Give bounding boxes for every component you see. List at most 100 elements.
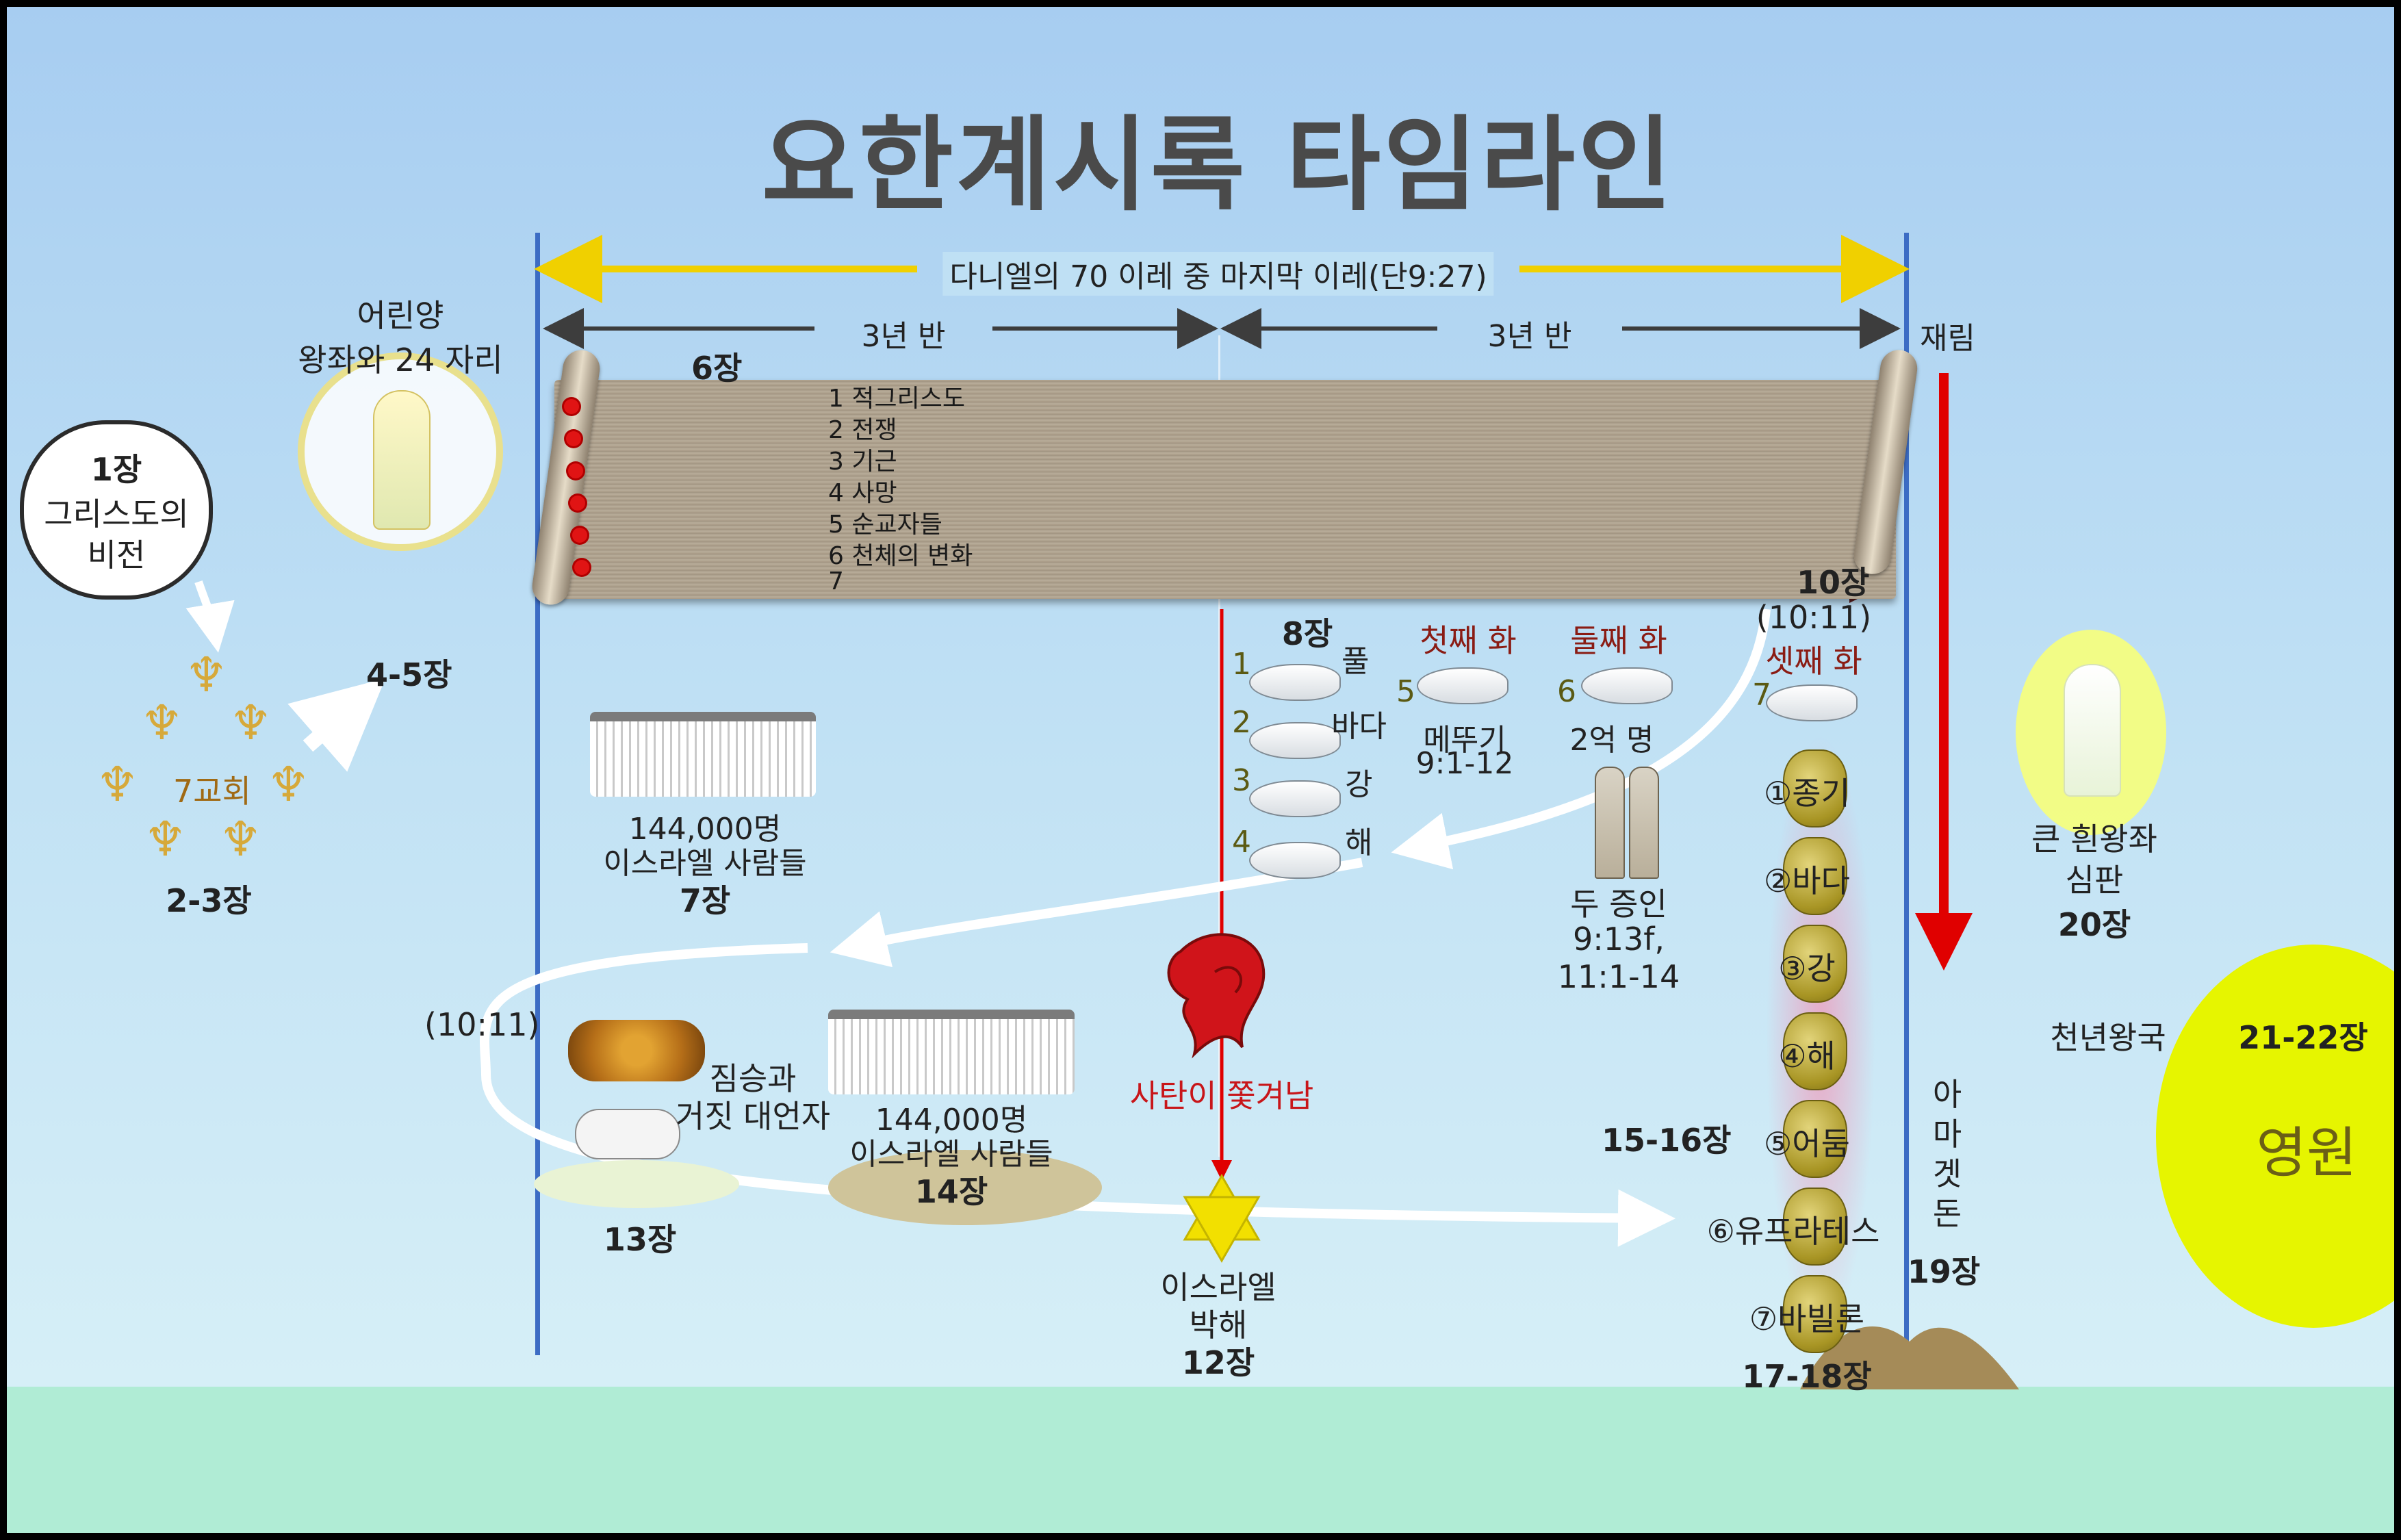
two-witnesses-ref2: 11:1-14: [1557, 958, 1680, 995]
trumpet-angel-icon: [1249, 664, 1341, 701]
beast-ground: [534, 1160, 739, 1208]
chapter1-line1: 그리스도의: [44, 496, 189, 532]
seven-seals-scroll: [554, 380, 1896, 599]
bowl-3-icon: [1783, 925, 1847, 1003]
great-white-throne-figure: [2064, 664, 2121, 797]
menorah-icon: ♆: [219, 811, 262, 867]
eternity-sun: [2156, 945, 2394, 1328]
trumpet-5-number: 5: [1396, 674, 1415, 709]
persecution-label: 박해: [1189, 1307, 1248, 1344]
lamb-like-beast-figure: [575, 1109, 680, 1159]
star-of-david: [1183, 1174, 1261, 1263]
chapters-17-18: 17-18장: [1742, 1358, 1872, 1395]
two-witnesses-ref1: 9:13f,: [1572, 921, 1665, 958]
second-woe-label: 둘째 화: [1570, 622, 1667, 659]
menorah-icon: ♆: [140, 695, 183, 751]
menorah-icon: ♆: [267, 756, 310, 812]
bowl-7-label: ⑦바빌론: [1749, 1300, 1865, 1337]
third-woe-label: 셋째 화: [1765, 643, 1862, 680]
chapter1-line2: 비전: [87, 537, 146, 574]
chapter1-cloud: [24, 424, 209, 595]
lamb-label: 어린양: [357, 297, 444, 334]
lamb-on-throne-figure: [373, 390, 431, 530]
second-half-label: 3년 반: [1487, 319, 1572, 354]
midpoint-line: [1218, 335, 1220, 1157]
judgment-label: 심판: [2065, 862, 2124, 899]
zion-hill: [828, 1150, 1102, 1225]
first-half-label: 3년 반: [861, 319, 946, 354]
bowl-4-icon: [1783, 1012, 1847, 1090]
chapter-7: 7장: [679, 882, 731, 919]
seal-row-4-label: 4 사망: [828, 479, 897, 507]
timeline-end-bar: [1904, 233, 1909, 1355]
menorah-icon: ♆: [96, 756, 139, 812]
chapters-21-22: 21-22장: [2238, 1019, 2368, 1056]
seal-4: [570, 496, 585, 511]
trumpet-angel-icon: [1249, 722, 1341, 759]
trumpet-angel-icon: [1249, 780, 1341, 817]
ch14-line1: 144,000명: [875, 1103, 1028, 1138]
witness-figure: [1595, 767, 1625, 879]
chapters-2-3: 2-3장: [166, 882, 252, 919]
seal-row-6-label: 6 천체의 변화: [828, 542, 973, 570]
bowl-2-label: ②바다: [1764, 862, 1850, 899]
chapters-15-16: 15-16장: [1602, 1122, 1732, 1159]
armageddon-rubble: [1800, 1326, 2019, 1389]
satan-cast-out-label: 사탄이 쫓겨남: [1129, 1077, 1314, 1114]
trumpet-2-label: 바다: [1331, 709, 1387, 744]
bowl-5-label: ⑤어둠: [1764, 1125, 1850, 1162]
bowl-7-icon: [1783, 1275, 1847, 1353]
bowl-6-label: ⑥유프라테스: [1706, 1213, 1880, 1250]
red-dragon: [1167, 933, 1266, 1059]
seventy-weeks-label: 다니엘의 70 이레 중 마지막 이레(단9:27): [942, 252, 1494, 296]
seal-1: [564, 399, 579, 414]
seal-row-3-label: 3 기근: [828, 448, 897, 476]
leopard-beast-figure: [568, 1020, 705, 1081]
trumpet-6-number: 6: [1557, 674, 1576, 709]
eternity-label: 영원: [2256, 1121, 2357, 1185]
chapter1-number: 1장: [90, 451, 142, 488]
bowl-3-label: ③강: [1778, 950, 1836, 987]
second-coming-label: 재림: [1920, 321, 1975, 356]
chapter-20: 20장: [2057, 906, 2131, 943]
timeline-start-bar: [535, 233, 540, 1355]
ch7-line2: 이스라엘 사람들: [603, 846, 807, 881]
bowl-4-label: ④해: [1778, 1038, 1836, 1075]
chapter-8: 8장: [1281, 615, 1333, 652]
chapter-6: 6장: [691, 350, 743, 387]
chapter-19: 19장: [1907, 1253, 1981, 1290]
two-witnesses-label: 두 증인: [1570, 886, 1667, 923]
witness-figure: [1629, 767, 1659, 879]
bowl-2-icon: [1783, 837, 1847, 915]
chapters-4-5: 4-5장: [366, 656, 452, 693]
beast-label: 짐승과: [709, 1060, 797, 1097]
great-white-throne-label: 큰 흰왕좌: [2031, 821, 2157, 858]
trumpet-angel-icon: [1766, 684, 1858, 721]
trumpet-angel-icon: [1249, 842, 1341, 879]
ch14-line2: 이스라엘 사람들: [849, 1137, 1053, 1172]
bowl-1-label: ①종기: [1764, 775, 1850, 812]
flow-curve-2: [830, 858, 1363, 968]
trumpet-angel-icon: [1581, 667, 1673, 704]
trumpet-5-label: 메뚜기: [1423, 723, 1506, 758]
seal-row-1-label: 1 적그리스도: [828, 385, 965, 413]
trumpet-2-number: 2: [1232, 705, 1251, 740]
trumpet-5-ref: 9:1-12: [1415, 746, 1514, 781]
trumpet-4-label: 해: [1345, 825, 1373, 860]
armageddon-label: 아마겟돈: [1932, 1076, 1962, 1232]
trumpet-1-label: 풀: [1341, 644, 1370, 679]
page-title: 요한계시록 타임라인: [761, 106, 1675, 225]
chapter-12: 12장: [1181, 1344, 1255, 1381]
false-prophet-label: 거짓 대언자: [675, 1098, 831, 1135]
trumpet-3-label: 강: [1345, 767, 1373, 802]
millennium-label: 천년왕국: [2050, 1019, 2166, 1056]
seal-row-5-label: 5 순교자들: [828, 511, 942, 539]
chapter-13: 13장: [603, 1221, 677, 1258]
menorah-icon: ♆: [229, 695, 272, 751]
ch7-line1: 144,000명: [628, 812, 782, 847]
seal-6: [574, 560, 589, 575]
seal-row-7-label: 7: [828, 567, 844, 595]
throne-24-label: 왕좌와 24 자리: [298, 342, 503, 378]
chapter-14: 14장: [914, 1173, 988, 1210]
menorah-icon: ♆: [144, 811, 187, 867]
